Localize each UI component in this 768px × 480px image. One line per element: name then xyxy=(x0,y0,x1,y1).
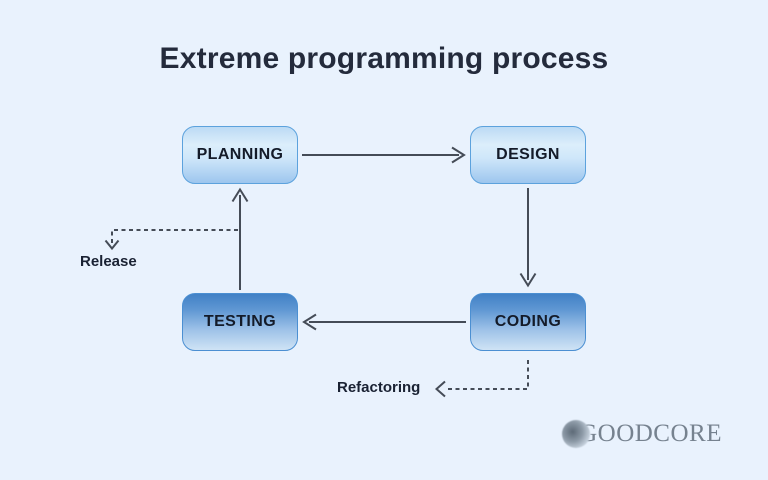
node-testing: TESTING xyxy=(182,293,298,351)
arrow-testing-to-planning xyxy=(231,187,249,290)
arrow-coding-to-testing xyxy=(302,313,466,331)
dashed-arrow-refactoring xyxy=(434,360,529,398)
arrow-design-to-coding xyxy=(519,188,537,288)
sphere-icon xyxy=(562,420,591,448)
node-design: DESIGN xyxy=(470,126,586,184)
node-testing-label: TESTING xyxy=(203,313,277,330)
annotation-release: Release xyxy=(80,253,137,270)
node-coding: CODING xyxy=(470,293,586,351)
node-coding-label: CODING xyxy=(494,313,562,330)
page-title: Extreme programming process xyxy=(159,42,609,75)
logo-wordmark: GOODCORE xyxy=(579,420,722,447)
dashed-arrow-release xyxy=(104,229,238,251)
node-planning-label: PLANNING xyxy=(196,146,284,163)
annotation-refactoring: Refactoring xyxy=(337,379,421,396)
arrow-planning-to-design xyxy=(302,146,466,164)
node-design-label: DESIGN xyxy=(496,146,560,163)
goodcore-logo: GOODCORE xyxy=(562,419,722,449)
node-planning: PLANNING xyxy=(182,126,298,184)
